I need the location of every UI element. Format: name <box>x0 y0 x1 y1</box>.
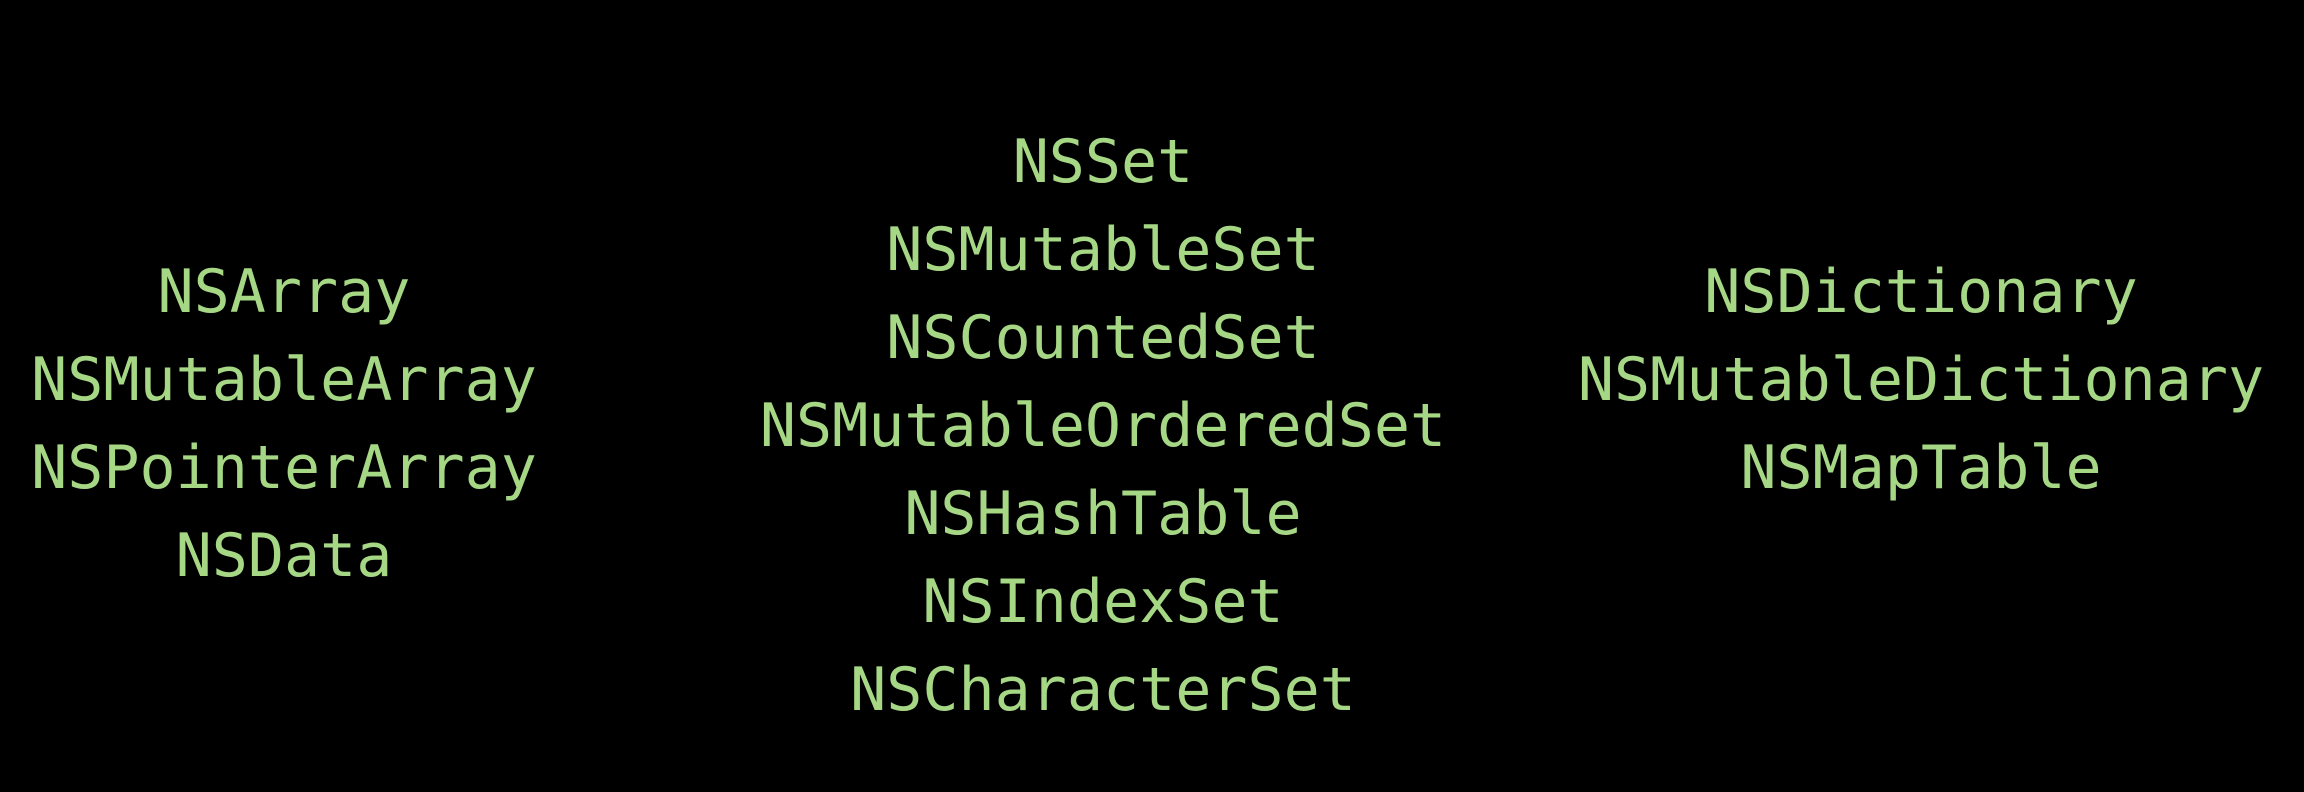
class-name-nsset: NSSet <box>1012 127 1194 197</box>
class-name-nsmutableorderedset: NSMutableOrderedSet <box>759 391 1447 461</box>
class-name-nshashtable: NSHashTable <box>904 479 1302 549</box>
class-name-nsmaptable: NSMapTable <box>1740 433 2102 503</box>
column-dictionary-classes: NSDictionary NSMutableDictionary NSMapTa… <box>1578 248 2264 512</box>
class-name-nsdata: NSData <box>175 521 393 591</box>
class-name-nsmutabledictionary: NSMutableDictionary <box>1577 345 2265 415</box>
class-name-nsdictionary: NSDictionary <box>1704 257 2138 327</box>
class-name-nsmutableset: NSMutableSet <box>886 215 1320 285</box>
class-name-nscountedset: NSCountedSet <box>886 303 1320 373</box>
class-name-nsarray: NSArray <box>157 257 411 327</box>
column-array-classes: NSArray NSMutableArray NSPointerArray NS… <box>31 248 537 600</box>
class-name-nscharacterset: NSCharacterSet <box>850 655 1356 725</box>
column-set-classes: NSSet NSMutableSet NSCountedSet NSMutabl… <box>760 118 1446 734</box>
class-name-nspointerarray: NSPointerArray <box>31 433 537 503</box>
class-name-nsmutablearray: NSMutableArray <box>31 345 537 415</box>
class-name-nsindexset: NSIndexSet <box>922 567 1284 637</box>
